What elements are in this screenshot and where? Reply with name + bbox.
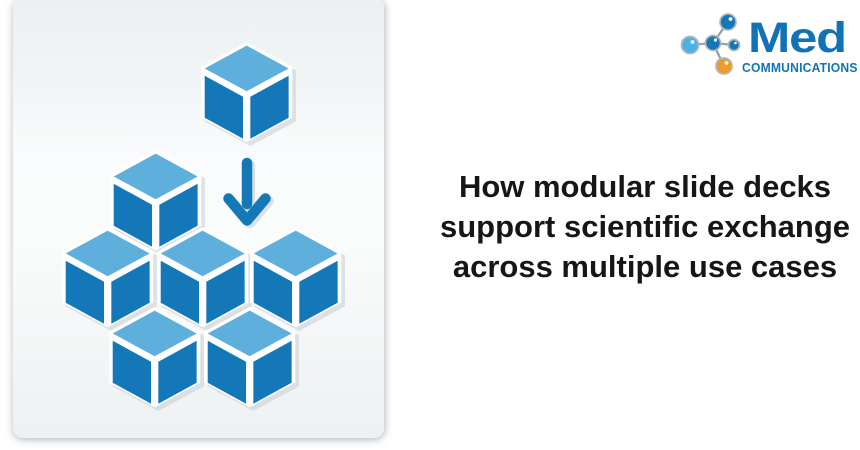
logo-subtitle: COMMUNICATIONS [742,61,858,75]
headline-line-1: How modular slide decks [458,169,832,204]
logo-wordmark: Med [748,14,847,62]
headline: How modular slide decks support scientif… [430,167,860,287]
down-arrow-icon [223,157,274,229]
molecule-icon [680,13,741,75]
illustration-panel [13,0,384,438]
floating-cube [201,42,296,146]
headline-line-2: support scientific exchange [440,209,850,244]
headline-line-3: across multiple use cases [452,249,838,284]
modular-cubes-illustration [62,42,345,411]
